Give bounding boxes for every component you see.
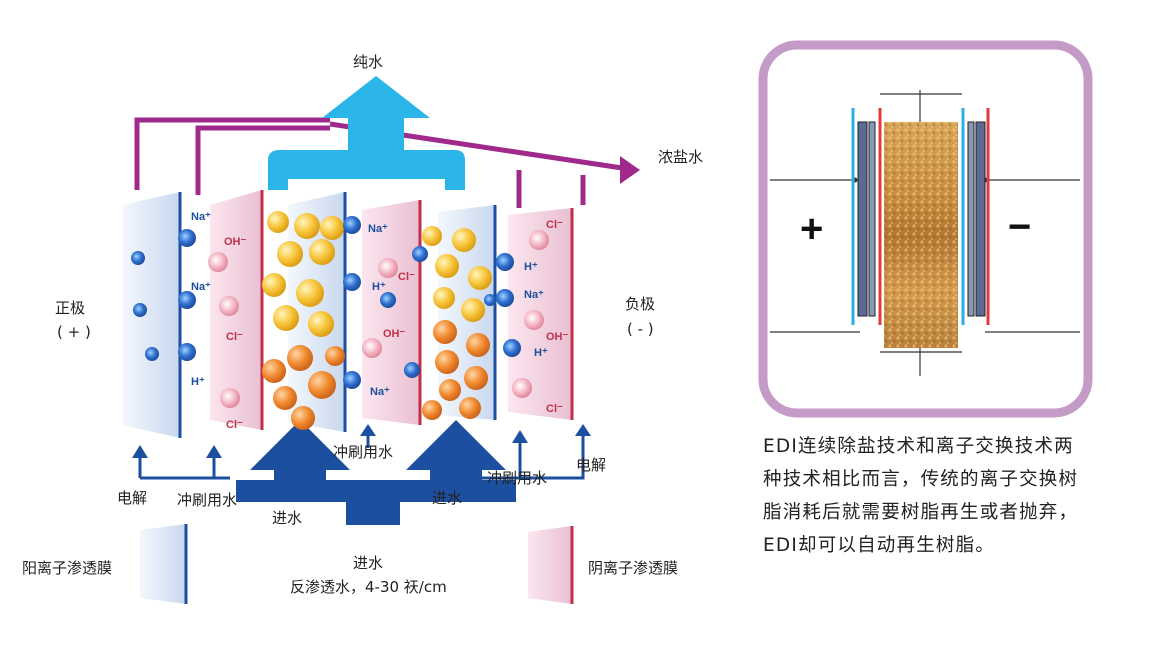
module-electrode-plates bbox=[857, 121, 986, 317]
cation-membrane-label: 阳离子渗透膜 bbox=[22, 559, 113, 577]
concentrate-arrow-head bbox=[620, 156, 640, 184]
ion-label-h: H⁺ bbox=[534, 347, 548, 359]
concentrate-label: 浓盐水 bbox=[658, 148, 704, 166]
cation-membrane-swatch bbox=[140, 524, 188, 604]
ion-label-na: Na⁺ bbox=[370, 386, 390, 398]
ion-label-oh: OH⁻ bbox=[546, 331, 569, 343]
ion-label-cl: Cl⁻ bbox=[398, 271, 415, 283]
flush-arrowheads bbox=[132, 424, 591, 458]
minus-sign: − bbox=[1008, 205, 1031, 249]
ion-label-cl: Cl⁻ bbox=[546, 219, 563, 231]
cathode-label: 负极 bbox=[625, 295, 656, 313]
ion-label-oh: OH⁻ bbox=[224, 236, 247, 248]
ion-label-h: H⁺ bbox=[191, 376, 205, 388]
feed-inlet bbox=[236, 420, 516, 525]
ion-label-oh: OH⁻ bbox=[383, 328, 406, 340]
ion-label-na: Na⁺ bbox=[191, 281, 211, 293]
ion-label-cl: Cl⁻ bbox=[226, 331, 243, 343]
anion-membrane-label: 阴离子渗透膜 bbox=[588, 559, 679, 577]
anion-spheres bbox=[208, 230, 549, 408]
anode-sign: ( + ) bbox=[57, 323, 91, 341]
cathode-sign: ( - ) bbox=[627, 320, 654, 338]
electrolyte-left-label: 电解 bbox=[117, 489, 148, 507]
ion-label-na: Na⁺ bbox=[368, 223, 388, 235]
ion-label-cl: Cl⁻ bbox=[226, 419, 243, 431]
electrolyte-right-label: 电解 bbox=[576, 456, 607, 474]
anode-label: 正极 bbox=[55, 299, 86, 317]
resin-beads bbox=[262, 211, 492, 430]
feed-spec-label: 反渗透水，4-30 祆/cm bbox=[290, 578, 447, 596]
flush-right-label: 冲刷用水 bbox=[487, 469, 548, 487]
module-description: EDI连续除盐技术和离子交换技术两种技术相比而言，传统的离子交换树脂消耗后就需要… bbox=[763, 436, 1079, 556]
flush-arrows bbox=[138, 432, 585, 480]
plus-sign: + bbox=[800, 207, 823, 251]
flush-left-label: 冲刷用水 bbox=[177, 491, 238, 509]
feed-bottom-label: 进水 bbox=[353, 554, 384, 572]
feed-left-label: 进水 bbox=[272, 509, 303, 527]
module-electrode-lines bbox=[851, 108, 990, 325]
module-wires bbox=[770, 90, 1080, 376]
anion-membrane-swatch bbox=[528, 526, 574, 604]
ion-label-cl: Cl⁻ bbox=[546, 403, 563, 415]
feed-right-label: 进水 bbox=[432, 489, 463, 507]
flush-center-label: 冲刷用水 bbox=[333, 443, 394, 461]
pure-water-label: 纯水 bbox=[353, 53, 384, 71]
ion-label-h: H⁺ bbox=[372, 281, 386, 293]
ion-label-na: Na⁺ bbox=[524, 289, 544, 301]
pure-water-outlet bbox=[268, 76, 465, 190]
cation-spheres bbox=[131, 216, 521, 389]
ion-label-na: Na⁺ bbox=[191, 211, 211, 223]
ion-label-h: H⁺ bbox=[524, 261, 538, 273]
